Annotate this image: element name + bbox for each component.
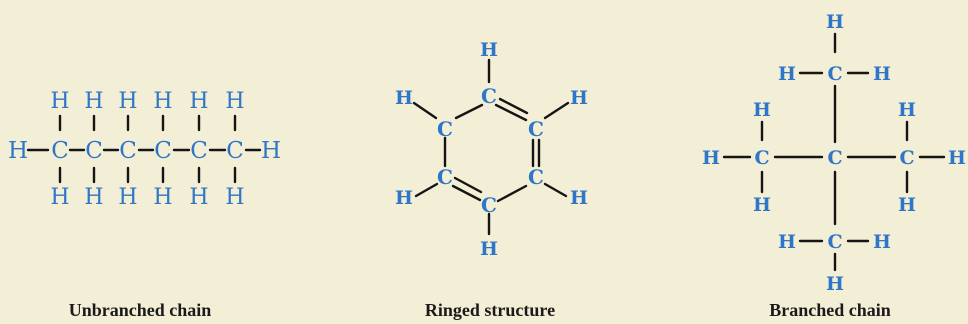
atom-h: H: [480, 39, 498, 61]
atom-h: H: [570, 187, 588, 209]
atom-h: H: [873, 231, 891, 253]
caption-branched: Branched chain: [769, 300, 891, 320]
atom-c: C: [528, 117, 544, 141]
atom-h: H: [873, 63, 891, 85]
atom-h: H: [118, 89, 137, 114]
atom-h: H: [826, 273, 844, 295]
atom-c: C: [154, 138, 172, 164]
atom-c: C: [481, 84, 497, 108]
atom-h: H: [570, 87, 588, 109]
atom-h: H: [778, 231, 796, 253]
atom-c: C: [481, 193, 497, 217]
atom-c: C: [437, 117, 453, 141]
atom-h: H: [395, 87, 413, 109]
unbranched-chain-structure: H H H H H H H C C C C C C H: [8, 89, 281, 320]
atom-h: H: [84, 185, 103, 210]
atom-c: C: [827, 63, 842, 85]
atom-h: H: [778, 63, 796, 85]
atom-c: C: [51, 138, 69, 164]
single-bond: [543, 101, 570, 120]
single-bond: [494, 103, 528, 122]
atom-c: C: [827, 231, 842, 253]
atom-c: C: [754, 147, 769, 169]
atom-h: H: [84, 89, 103, 114]
branched-chain-structure: H H C H H H H H H C C C H H C H: [702, 11, 966, 320]
atom-h: H: [702, 147, 720, 169]
atom-h: H: [189, 89, 208, 114]
atom-h: H: [8, 138, 28, 164]
caption-ringed: Ringed structure: [425, 300, 555, 320]
atom-c: C: [827, 147, 842, 169]
atom-h: H: [153, 185, 172, 210]
atom-h: H: [826, 11, 844, 33]
atom-h: H: [50, 185, 69, 210]
atom-h: H: [50, 89, 69, 114]
atom-h: H: [189, 185, 208, 210]
atom-c: C: [528, 165, 544, 189]
ringed-structure: C C C C C C H H H H H H Ringed structure: [395, 39, 588, 320]
atom-h: H: [225, 89, 244, 114]
atom-c: C: [226, 138, 244, 164]
single-bond: [496, 184, 528, 203]
atom-h: H: [753, 99, 771, 121]
double-bond-line: [453, 176, 483, 194]
atom-h: H: [395, 187, 413, 209]
atom-h: H: [898, 99, 916, 121]
atom-c: C: [437, 165, 453, 189]
single-bond: [414, 182, 439, 198]
atom-h: H: [225, 185, 244, 210]
atom-c: C: [85, 138, 103, 164]
single-bond: [543, 182, 568, 198]
atom-h: H: [898, 194, 916, 216]
single-bond: [412, 101, 438, 120]
caption-unbranched: Unbranched chain: [69, 300, 212, 320]
atom-h: H: [153, 89, 172, 114]
atom-h: H: [948, 147, 966, 169]
atom-c: C: [190, 138, 208, 164]
atom-h: H: [261, 138, 281, 164]
atom-h: H: [753, 194, 771, 216]
atom-c: C: [899, 147, 914, 169]
atom-c: C: [119, 138, 137, 164]
double-bond-line: [498, 97, 529, 115]
atom-h: H: [118, 185, 137, 210]
atom-h: H: [480, 238, 498, 260]
single-bond: [451, 184, 482, 202]
single-bond: [454, 103, 484, 120]
